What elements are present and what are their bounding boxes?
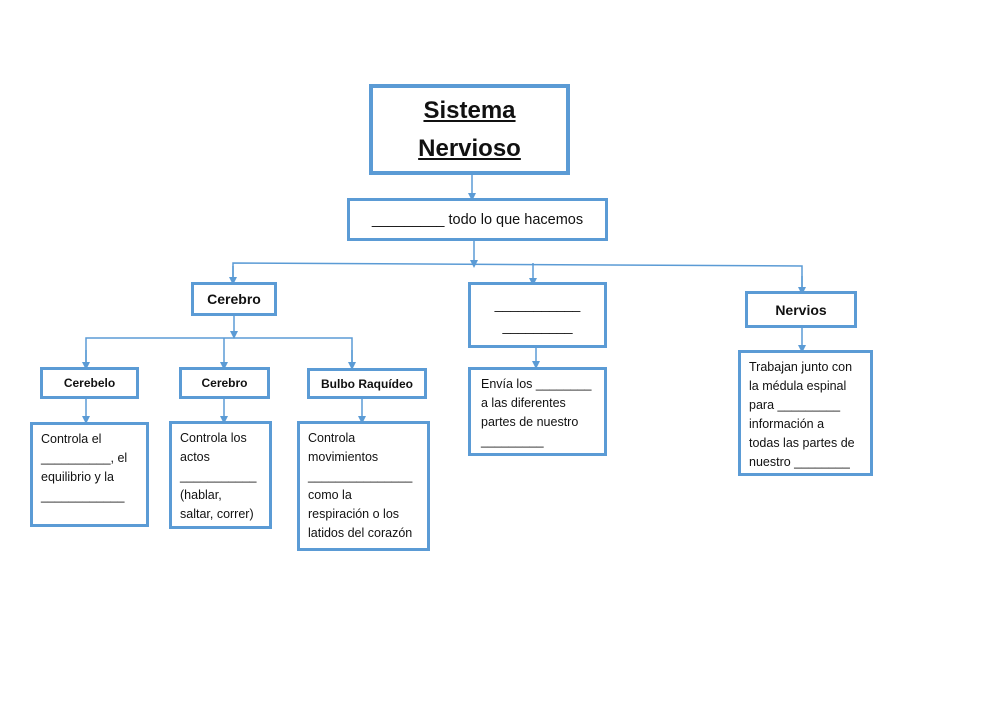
medula-desc-line: partes de nuestro <box>481 415 579 429</box>
branch-nervios-label: Nervios <box>775 301 827 318</box>
nervios-desc-box: Trabajan junto con la médula espinal par… <box>738 350 873 476</box>
nervios-desc-line: todas las partes de <box>749 436 855 450</box>
bulbo-desc-line: latidos del corazón <box>308 526 413 540</box>
cerebro-desc-box: Controla los actos ___________ (hablar, … <box>169 421 272 529</box>
cerebelo-desc-line: equilibrio y la <box>41 470 114 484</box>
title-box: Sistema Nervioso <box>369 84 570 175</box>
nervios-desc-line: la médula espinal <box>749 379 847 393</box>
bulbo-label: Bulbo Raquídeo <box>321 376 413 391</box>
branch-cerebro-label: Cerebro <box>207 291 261 307</box>
sub-branch-line <box>85 337 353 365</box>
title-line2: Nervioso <box>418 134 521 162</box>
intro-text: _________ todo lo que hacemos <box>371 211 584 228</box>
bulbo-desc-line: respiración o los <box>308 507 400 521</box>
intro-box: _________ todo lo que hacemos <box>347 198 608 241</box>
medula-desc-line: a las diferentes <box>481 396 566 410</box>
cerebro-sub-label: Cerebro <box>201 376 248 390</box>
branch-medula-line1: ___________ <box>494 296 581 312</box>
bulbo-desc-box: Controla movimientos _______________ com… <box>297 421 430 551</box>
nervios-desc-line: para _________ <box>749 398 841 412</box>
bulbo-desc-line: _______________ <box>308 469 413 483</box>
medula-desc-line: Envía los ________ <box>481 377 592 391</box>
cerebro-desc-line: Controla los <box>180 431 247 445</box>
cerebelo-label: Cerebelo <box>63 376 116 390</box>
medula-desc-box: Envía los ________ a las diferentes part… <box>468 367 607 456</box>
title-line1: Sistema <box>423 96 516 124</box>
cerebro-desc-line: saltar, correr) <box>180 507 254 521</box>
nervios-desc-line: Trabajan junto con <box>749 360 853 374</box>
cerebelo-desc-box: Controla el __________, el equilibrio y … <box>30 422 149 527</box>
nervios-desc-line: información a <box>749 417 825 431</box>
branch-medula-line2: _________ <box>502 318 573 334</box>
cerebro-desc-line: (hablar, <box>180 488 222 502</box>
cerebelo-box: Cerebelo <box>40 367 139 399</box>
bulbo-desc-line: movimientos <box>308 450 379 464</box>
cerebelo-desc-line: ____________ <box>41 489 125 503</box>
medula-desc-line: _________ <box>481 434 544 448</box>
bulbo-desc-line: Controla <box>308 431 356 445</box>
cerebro-sub-box: Cerebro <box>179 367 270 399</box>
nervios-desc-line: nuestro ________ <box>749 455 850 469</box>
bulbo-desc-line: como la <box>308 488 352 502</box>
cerebelo-desc-line: Controla el <box>41 432 102 446</box>
cerebelo-desc-line: __________, el <box>41 451 128 465</box>
cerebro-desc-line: actos <box>180 450 210 464</box>
branch-cerebro-box: Cerebro <box>191 282 277 316</box>
branch-medula-box: ___________ _________ <box>468 282 607 348</box>
cerebro-desc-line: ___________ <box>180 469 257 483</box>
bulbo-box: Bulbo Raquídeo <box>307 368 427 399</box>
branch-nervios-box: Nervios <box>745 291 857 328</box>
